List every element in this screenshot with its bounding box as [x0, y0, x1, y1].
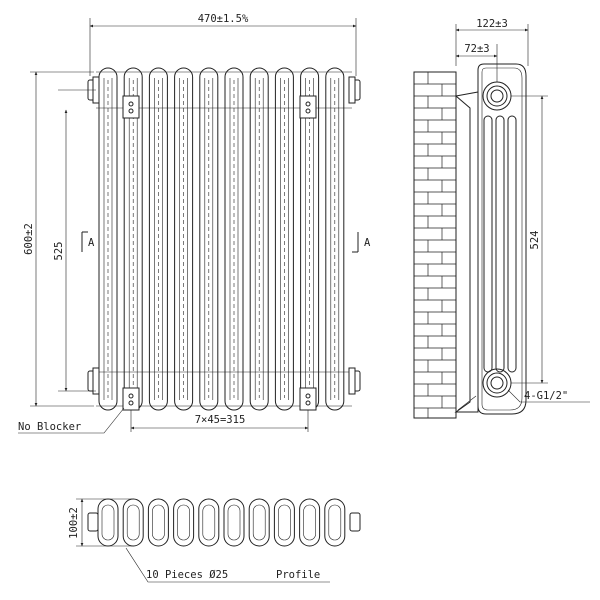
bracket-bottom-right	[299, 387, 317, 411]
front-column	[98, 67, 118, 411]
plan-column	[122, 498, 144, 547]
plan-column	[273, 498, 295, 547]
plan-column	[173, 498, 195, 547]
section-marker-right-label: A	[364, 237, 371, 249]
side-view: 122±3 72±3 524 4-G1/2"	[413, 18, 590, 419]
dim-plan-depth-label: 100±2	[68, 507, 80, 539]
bracket-top-left	[122, 95, 140, 119]
pieces-callout: 10 Pieces Ø25 Profile	[125, 547, 330, 583]
dim-wall-offset-label: 72±3	[464, 43, 489, 55]
front-column	[224, 67, 244, 411]
dim-overall-height-label: 600±2	[23, 223, 35, 255]
pieces-label: 10 Pieces Ø25	[146, 569, 228, 581]
dim-center-height-label: 525	[53, 242, 65, 261]
dim-wall-offset: 72±3	[455, 43, 498, 82]
front-column	[199, 67, 219, 411]
bracket-bottom-left	[122, 387, 140, 411]
valve-bottom-right	[348, 367, 361, 395]
section-marker-left: A	[81, 231, 95, 252]
side-connection-bottom	[482, 368, 512, 398]
front-column	[174, 67, 194, 411]
dim-depth-label: 122±3	[476, 18, 508, 30]
bracket-top-right	[299, 95, 317, 119]
plan-column	[97, 498, 119, 547]
dim-depth: 122±3	[455, 18, 529, 66]
dim-side-center-height: 524	[511, 95, 548, 384]
plan-column	[324, 498, 346, 547]
profile-label: Profile	[276, 569, 320, 581]
front-column	[148, 67, 168, 411]
plan-column	[147, 498, 169, 547]
section-marker-right: A	[352, 232, 371, 253]
side-connection-top	[482, 81, 512, 111]
plan-column	[223, 498, 245, 547]
dim-column-pitch: 7×45=315	[130, 410, 309, 432]
dim-plan-depth: 100±2	[68, 498, 132, 547]
dim-side-center-height-label: 524	[529, 231, 541, 250]
front-column	[249, 67, 269, 411]
front-column	[274, 67, 294, 411]
front-column	[325, 67, 345, 411]
wall-bricks	[414, 72, 456, 418]
no-blocker-callout: No Blocker	[18, 407, 125, 434]
thread-label: 4-G1/2"	[524, 390, 568, 402]
dim-center-height: 525	[53, 89, 96, 392]
valve-top-right	[348, 76, 361, 104]
wall	[413, 71, 457, 419]
plan-column	[198, 498, 220, 547]
dim-overall-height: 600±2	[23, 71, 94, 407]
plan-view: 100±2 10 Pieces Ø25 Profile	[68, 498, 361, 583]
front-columns	[98, 67, 345, 411]
no-blocker-label: No Blocker	[18, 421, 81, 433]
dim-overall-width-label: 470±1.5%	[198, 13, 249, 25]
plan-column	[299, 498, 321, 547]
thread-callout: 4-G1/2"	[507, 389, 590, 403]
plan-column	[248, 498, 270, 547]
dim-overall-width: 470±1.5%	[89, 13, 357, 76]
front-column	[123, 67, 143, 411]
front-view: 470±1.5% 600±2 525 A A	[18, 13, 371, 434]
section-marker-left-label: A	[88, 237, 95, 249]
front-column	[300, 67, 320, 411]
dim-column-pitch-label: 7×45=315	[195, 414, 246, 426]
valve-bottom-left	[87, 367, 100, 395]
plan-columns	[97, 498, 346, 547]
